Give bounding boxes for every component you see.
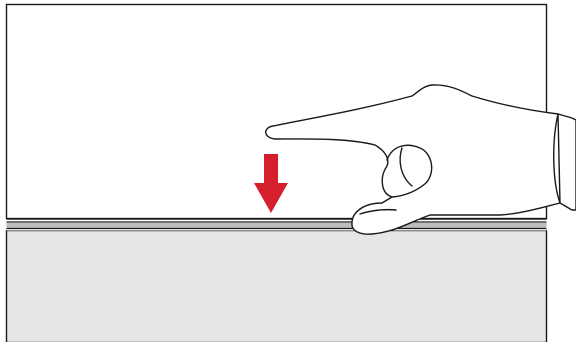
thumb-line [359,208,397,215]
pointing-hand-icon [265,84,576,235]
cuff-line [553,113,561,204]
curled-finger-line [386,144,433,198]
hand-body [265,84,561,235]
sleeve [557,113,576,211]
knuckle-line [399,147,413,187]
divider-strip [6,218,547,231]
lower-panel [5,229,548,342]
arrow-down-icon [254,154,288,213]
